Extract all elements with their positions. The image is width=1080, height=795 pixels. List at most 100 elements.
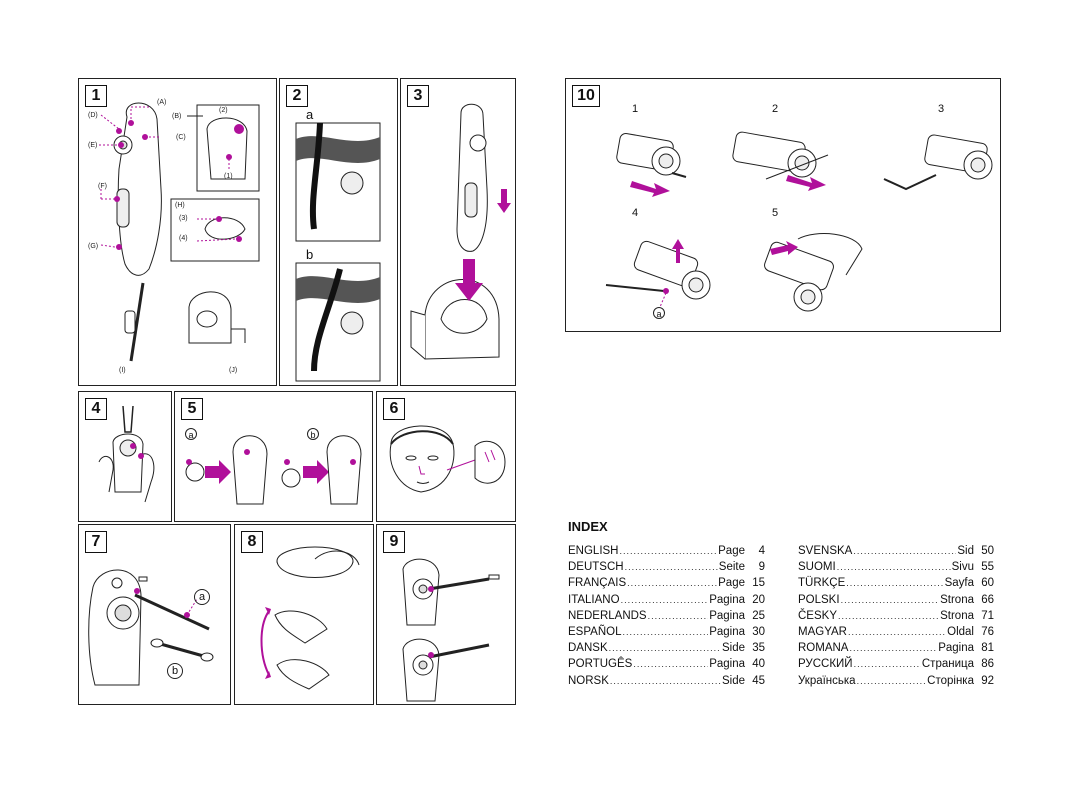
index-row: PORTUGÊS................................…: [568, 658, 765, 670]
figure-panel-7: 7 a b: [78, 524, 231, 705]
label-a: a: [185, 428, 197, 440]
label-b: b: [307, 428, 319, 440]
label-h: (H): [175, 202, 185, 209]
index-page-number: 15: [752, 577, 765, 590]
face-usage-illustration: [389, 425, 506, 493]
index-page-number: 66: [981, 593, 994, 606]
index-row: FRANÇAIS................................…: [568, 577, 765, 589]
figure-panel-9: 9: [376, 524, 516, 705]
charging-illustration: [410, 103, 511, 360]
step-2-label: 2: [772, 103, 779, 115]
index-language: SUOMI: [798, 561, 836, 574]
index-language: NORSK: [568, 674, 609, 687]
label-a: a: [306, 107, 314, 122]
step-3-label: 3: [938, 103, 945, 115]
label-1: (1): [224, 173, 233, 180]
figure-panel-10: 10 1 2 3 4 5 a: [565, 78, 1001, 332]
index-leader-dots: ........................................…: [633, 659, 708, 670]
index-row: ČESKY...................................…: [798, 610, 994, 622]
index-page-number: 40: [752, 658, 765, 671]
panel-number: 8: [241, 531, 263, 553]
index-page-word: Strona: [940, 593, 974, 606]
figure-panel-6: 6: [376, 391, 516, 522]
index-page-word: Sid: [957, 545, 974, 557]
index-page-word: Oldal: [947, 626, 974, 638]
index-leader-dots: ........................................…: [848, 627, 947, 637]
index-language: PORTUGÊS: [568, 658, 633, 671]
label-e: (E): [88, 142, 98, 149]
label-b: b: [167, 663, 183, 679]
index-leader-dots: ........................................…: [620, 594, 709, 605]
index-row: ROMANA..................................…: [798, 642, 994, 654]
panel-number: 7: [85, 531, 107, 553]
index-leader-dots: ........................................…: [840, 594, 940, 605]
label-b: (B): [172, 113, 182, 120]
index-row: MAGYAR..................................…: [798, 626, 994, 638]
index-page-word: Pagina: [938, 642, 974, 655]
index-page-word: Сторінка: [927, 674, 974, 687]
index-language: TÜRKÇE: [798, 577, 846, 590]
index-language: FRANÇAIS: [568, 577, 627, 590]
index-page-number: 35: [752, 642, 765, 655]
index-row: ENGLISH.................................…: [568, 545, 765, 557]
index-page-number: 86: [981, 658, 994, 671]
index-page-number: 60: [981, 577, 994, 590]
index-page-word: Side: [721, 674, 745, 687]
index-page-word: Pagina: [709, 626, 745, 638]
index-language: ESPAÑOL: [568, 626, 622, 638]
index-page-word: Pagina: [709, 609, 745, 622]
figure-panel-5: 5 a b: [174, 391, 373, 522]
removing-cap-illustration: [98, 405, 155, 503]
index-page-number: 76: [981, 626, 994, 638]
panel-number: 2: [286, 85, 308, 107]
index-leader-dots: ........................................…: [853, 659, 921, 670]
label-c: (C): [176, 134, 186, 141]
index-row: Українська..............................…: [798, 675, 994, 687]
index-row: DEUTSCH.................................…: [568, 561, 765, 573]
label-a: a: [653, 307, 665, 319]
index-leader-dots: ........................................…: [608, 643, 721, 654]
cleaning-brush-illustration: [88, 569, 214, 686]
index-language: ČESKY: [798, 609, 837, 622]
index-row: NORSK...................................…: [568, 675, 765, 687]
label-j: (J): [229, 367, 238, 374]
attaching-cap-illustration: [185, 435, 362, 505]
index-leader-dots: ........................................…: [627, 578, 717, 589]
step-1-label: 1: [632, 103, 639, 115]
index-language: POLSKI: [798, 593, 840, 606]
panel-number: 5: [181, 398, 203, 420]
index-language: ITALIANO: [568, 593, 620, 606]
index-row: SVENSKA.................................…: [798, 545, 994, 557]
index-row: POLSKI..................................…: [798, 594, 994, 606]
index-leader-dots: ........................................…: [849, 643, 937, 654]
index-page-number: 9: [758, 561, 765, 574]
index-page-number: 50: [981, 545, 994, 557]
index-language: NEDERLANDS: [568, 609, 647, 622]
label-i: (I): [119, 367, 126, 374]
index-page-number: 25: [752, 609, 765, 622]
brush-cleaning-illustration: [402, 558, 500, 702]
index-page-number: 81: [981, 642, 994, 655]
index-page-number: 4: [758, 545, 765, 557]
index-leader-dots: ........................................…: [622, 627, 708, 637]
label-4: (4): [179, 235, 188, 242]
panel-number: 4: [85, 398, 107, 420]
index-language: DANSK: [568, 642, 608, 655]
figure-panel-1: 1: [78, 78, 277, 386]
index-leader-dots: ........................................…: [856, 675, 927, 686]
index-page-word: Page: [718, 577, 745, 590]
label-d: (D): [88, 112, 98, 119]
index-page-number: 71: [981, 609, 994, 622]
index-page-word: Strona: [940, 609, 974, 622]
index-language: ENGLISH: [568, 545, 619, 557]
panel-number: 1: [85, 85, 107, 107]
index-leader-dots: ........................................…: [647, 610, 709, 621]
index-language: SVENSKA: [798, 545, 853, 557]
index-row: ITALIANO................................…: [568, 594, 765, 606]
label-2: (2): [219, 107, 228, 114]
index-row: ESPAÑOL.................................…: [568, 626, 765, 638]
index-page-number: 30: [752, 626, 765, 638]
index-row: NEDERLANDS..............................…: [568, 610, 765, 622]
index-leader-dots: ........................................…: [624, 562, 718, 573]
index-leader-dots: ........................................…: [846, 578, 943, 589]
